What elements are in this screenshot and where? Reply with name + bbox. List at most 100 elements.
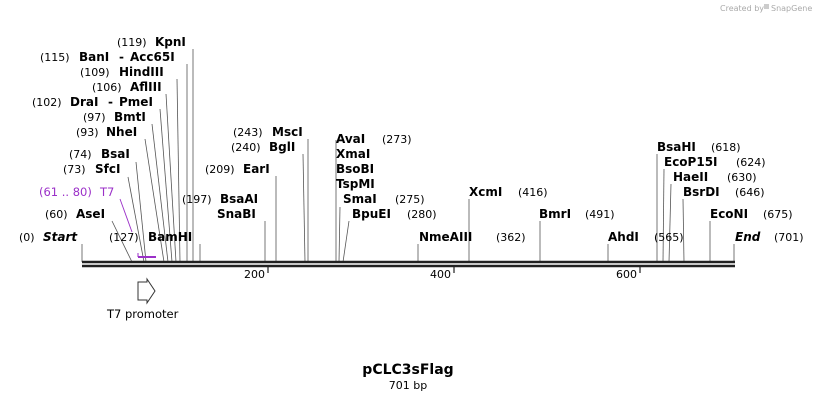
svg-text:BsaHI: BsaHI — [657, 140, 696, 154]
site-sfci[interactable]: (73) SfcI — [63, 162, 120, 176]
credit-brand: SnapGene — [771, 4, 812, 13]
svg-text:(60): (60) — [45, 208, 68, 221]
svg-text:(93): (93) — [76, 126, 99, 139]
svg-text:NmeAIII: NmeAIII — [419, 230, 472, 244]
svg-text:(106): (106) — [92, 81, 122, 94]
ruler-label-400: 400 — [430, 268, 451, 281]
svg-text:(0): (0) — [19, 231, 35, 244]
svg-text:T7: T7 — [99, 185, 114, 199]
site-xcmi[interactable]: XcmI (416) — [469, 185, 548, 199]
site-bsai[interactable]: (74) BsaI — [69, 147, 130, 161]
ruler-label-600: 600 — [616, 268, 637, 281]
svg-text:MscI: MscI — [272, 125, 303, 139]
site-afliii[interactable]: (106) AflIII — [92, 80, 162, 94]
site-bamhi[interactable]: (127) BamHI — [109, 230, 192, 244]
sequence-backbone — [82, 253, 735, 268]
svg-text:BsoBI: BsoBI — [336, 162, 374, 176]
svg-text:BsaAI: BsaAI — [220, 192, 258, 206]
site-bsrdi[interactable]: BsrDI (646) — [683, 185, 765, 199]
site-haeii[interactable]: HaeII (630) — [673, 170, 757, 184]
svg-text:(127): (127) — [109, 231, 139, 244]
svg-text:TspMI: TspMI — [336, 177, 375, 191]
svg-text:PmeI: PmeI — [119, 95, 153, 109]
svg-text:AvaI: AvaI — [336, 132, 365, 146]
start-label: (0) Start — [19, 230, 78, 244]
svg-text:SmaI: SmaI — [343, 192, 377, 206]
svg-text:XcmI: XcmI — [469, 185, 502, 199]
svg-text:BsaI: BsaI — [101, 147, 130, 161]
site-nmeaiii[interactable]: NmeAIII (362) — [419, 230, 526, 244]
svg-text:-: - — [108, 95, 113, 109]
site-bgli[interactable]: (240) BglI — [231, 140, 295, 154]
svg-text:(197): (197) — [182, 193, 212, 206]
site-labels: (119) KpnI (115) BanI - Acc65I (109) Hin… — [19, 35, 804, 244]
site-bpuei[interactable]: BpuEI (280) — [352, 207, 437, 221]
svg-text:BamHI: BamHI — [148, 230, 192, 244]
svg-text:(675): (675) — [763, 208, 793, 221]
site-bmti[interactable]: (97) BmtI — [83, 110, 146, 124]
svg-text:End: End — [735, 230, 761, 244]
site-bani-acc65i[interactable]: (115) BanI - Acc65I — [40, 50, 175, 64]
svg-text:(275): (275) — [395, 193, 425, 206]
svg-text:(362): (362) — [496, 231, 526, 244]
svg-text:SfcI: SfcI — [95, 162, 120, 176]
svg-text:SnaBI: SnaBI — [217, 207, 256, 221]
svg-text:(618): (618) — [711, 141, 741, 154]
svg-text:(102): (102) — [32, 96, 62, 109]
site-bsaai-snabi[interactable]: (197) BsaAI SnaBI — [182, 192, 258, 221]
svg-text:BmtI: BmtI — [114, 110, 146, 124]
svg-text:(61 .. 80): (61 .. 80) — [39, 185, 92, 199]
svg-text:Acc65I: Acc65I — [130, 50, 175, 64]
site-ecop15i[interactable]: EcoP15I (624) — [664, 155, 766, 169]
site-nhei[interactable]: (93) NheI — [76, 125, 137, 139]
plasmid-length: 701 bp — [389, 379, 427, 392]
site-kpni[interactable]: (119) KpnI — [117, 35, 186, 49]
svg-text:(115): (115) — [40, 51, 70, 64]
site-hindiii[interactable]: (109) HindIII — [80, 65, 164, 79]
svg-text:EarI: EarI — [243, 162, 270, 176]
site-ahdi[interactable]: AhdI (565) — [608, 230, 684, 244]
svg-text:Start: Start — [43, 230, 78, 244]
svg-text:EcoP15I: EcoP15I — [664, 155, 718, 169]
svg-text:BsrDI: BsrDI — [683, 185, 720, 199]
svg-text:(97): (97) — [83, 111, 106, 124]
site-smai[interactable]: SmaI (275) — [343, 192, 425, 206]
site-group-273[interactable]: AvaI (273) XmaI BsoBI TspMI — [336, 132, 412, 191]
svg-text:DraI: DraI — [70, 95, 98, 109]
svg-text:BmrI: BmrI — [539, 207, 571, 221]
feature-label: T7 promoter — [106, 307, 179, 321]
svg-text:(565): (565) — [654, 231, 684, 244]
primer-t7[interactable]: (61 .. 80) T7 — [39, 185, 114, 199]
site-drai-pmei[interactable]: (102) DraI - PmeI — [32, 95, 153, 109]
svg-text:(280): (280) — [407, 208, 437, 221]
svg-text:(630): (630) — [727, 171, 757, 184]
ruler: 200 400 600 — [244, 266, 641, 281]
site-bmri[interactable]: BmrI (491) — [539, 207, 615, 221]
site-eari[interactable]: (209) EarI — [205, 162, 270, 176]
svg-text:(109): (109) — [80, 66, 110, 79]
svg-text:(416): (416) — [518, 186, 548, 199]
svg-text:(624): (624) — [736, 156, 766, 169]
snapgene-credit: Created by SnapGene — [720, 4, 812, 13]
svg-text:HindIII: HindIII — [119, 65, 164, 79]
svg-text:(119): (119) — [117, 36, 147, 49]
map-title: pCLC3sFlag 701 bp — [362, 362, 453, 392]
svg-text:EcoNI: EcoNI — [710, 207, 748, 221]
svg-text:KpnI: KpnI — [155, 35, 186, 49]
svg-text:XmaI: XmaI — [336, 147, 370, 161]
plasmid-name: pCLC3sFlag — [362, 362, 453, 378]
svg-text:(701): (701) — [774, 231, 804, 244]
svg-text:(240): (240) — [231, 141, 261, 154]
site-econi[interactable]: EcoNI (675) — [710, 207, 793, 221]
svg-text:(73): (73) — [63, 163, 86, 176]
svg-text:BanI: BanI — [79, 50, 109, 64]
feature-t7-promoter[interactable]: T7 promoter — [106, 277, 179, 321]
svg-text:AflIII: AflIII — [130, 80, 162, 94]
end-label: End (701) — [735, 230, 804, 244]
site-bsahi[interactable]: BsaHI (618) — [657, 140, 741, 154]
site-msci[interactable]: (243) MscI — [233, 125, 303, 139]
site-asei[interactable]: (60) AseI — [45, 207, 105, 221]
svg-text:NheI: NheI — [106, 125, 137, 139]
svg-text:(646): (646) — [735, 186, 765, 199]
